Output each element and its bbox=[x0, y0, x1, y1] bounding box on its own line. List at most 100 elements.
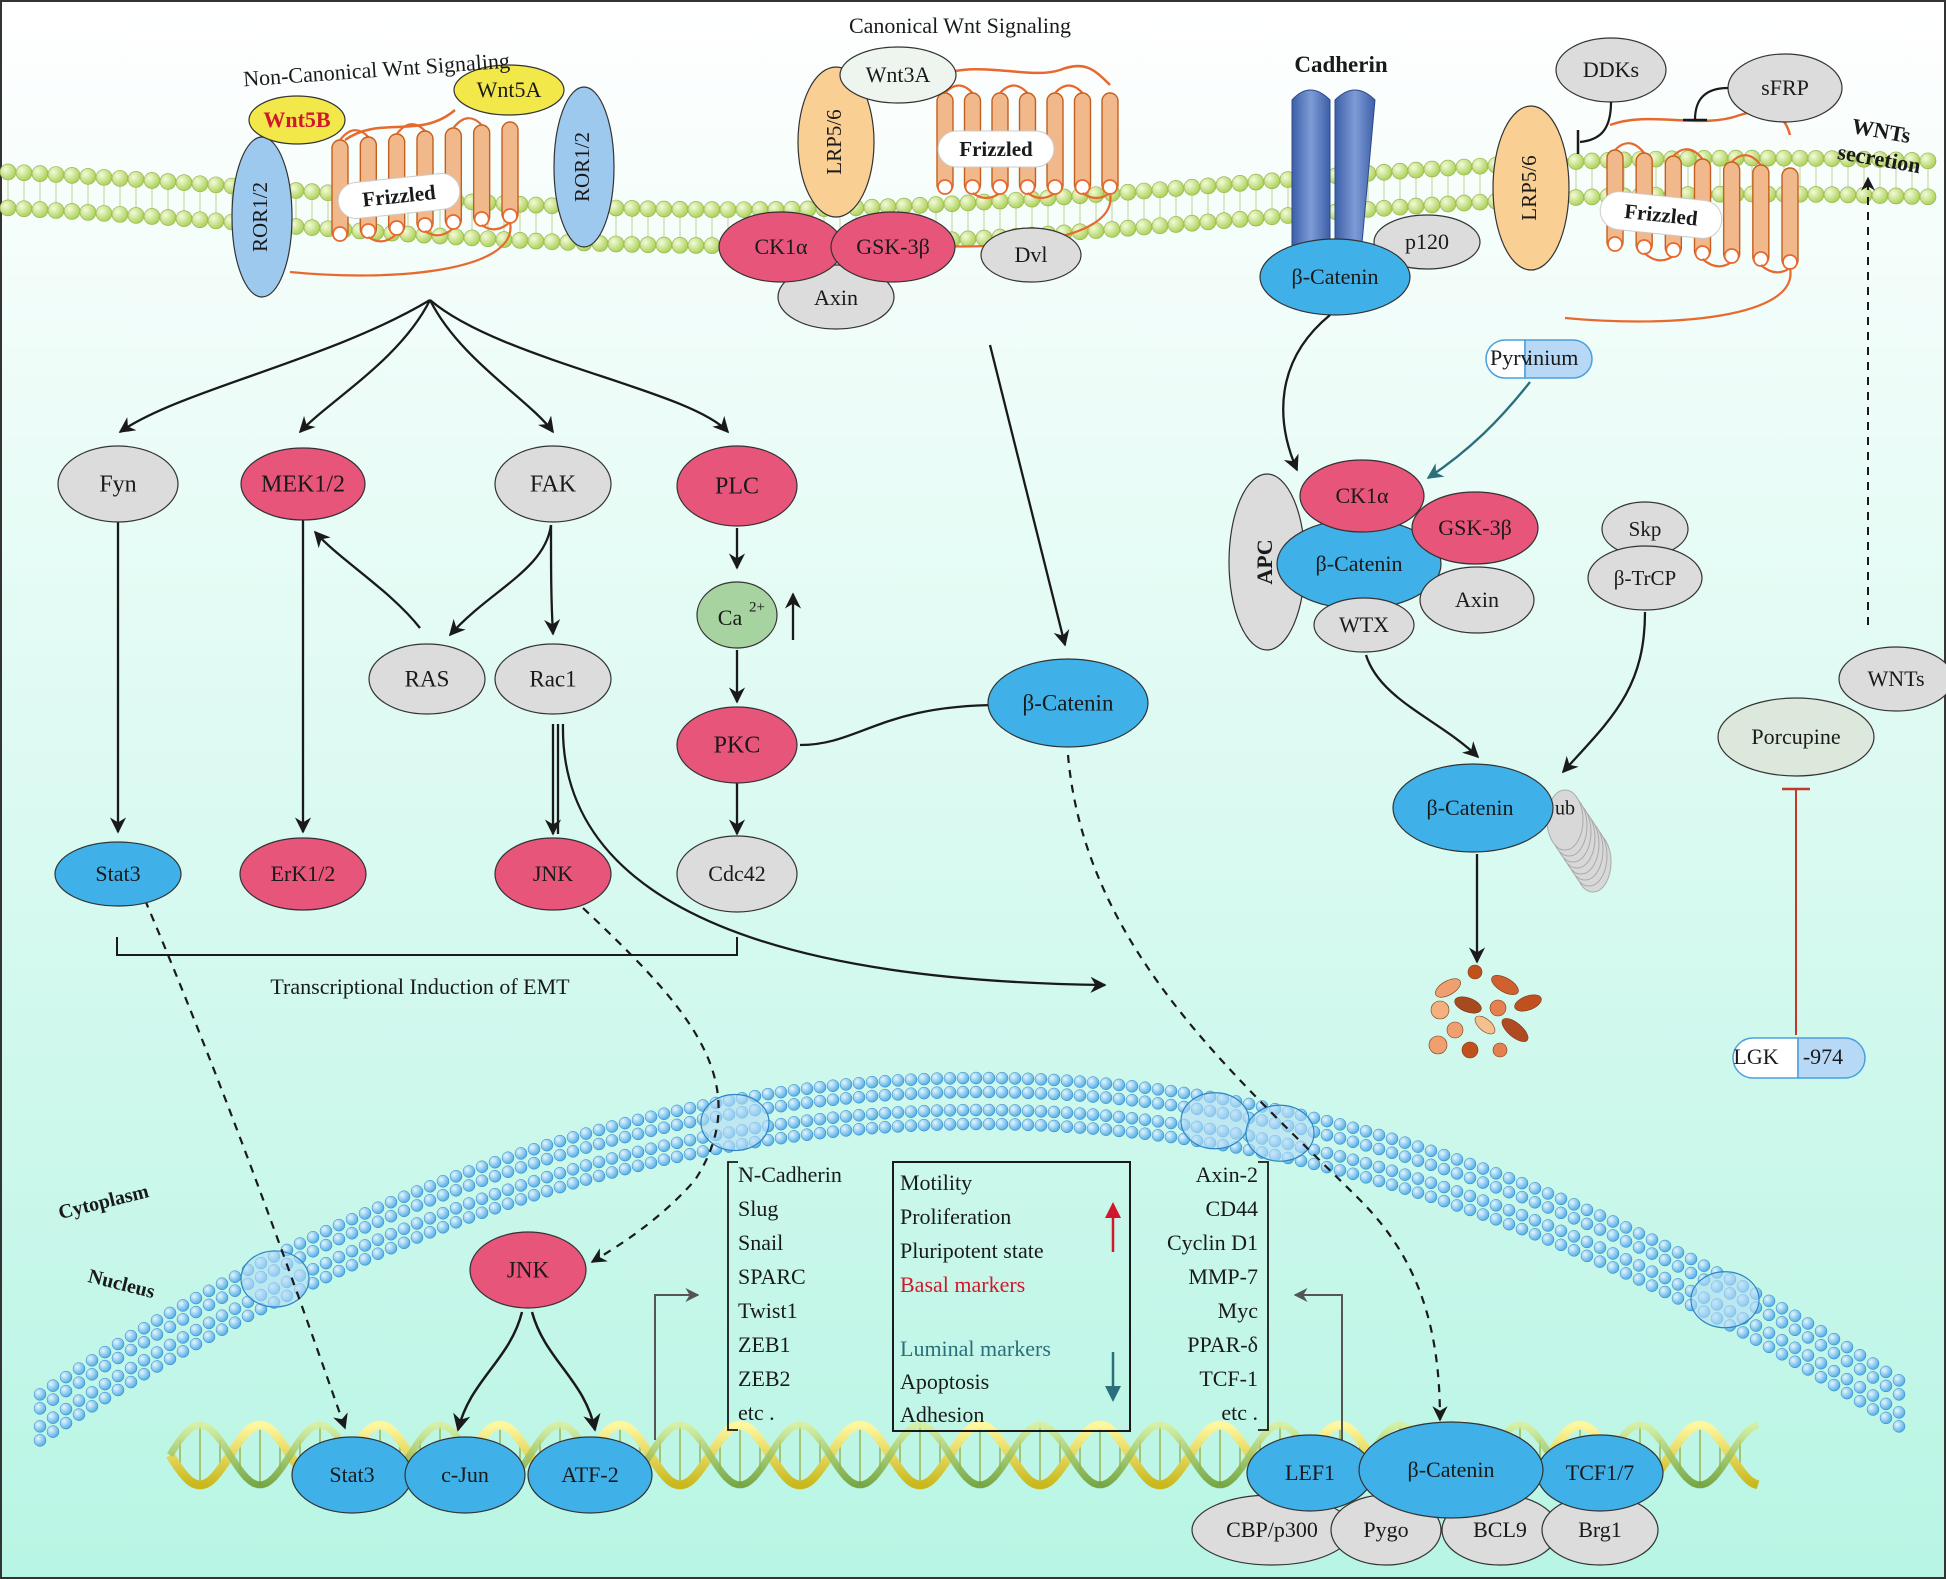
tm-connector bbox=[1614, 142, 1646, 154]
envelope-bead-inner-2 bbox=[904, 1119, 918, 1132]
c-terminal-tail bbox=[1564, 267, 1792, 323]
envelope-bead-inner-2 bbox=[1099, 1123, 1113, 1136]
envelope-bead-inner bbox=[995, 1103, 1009, 1117]
protein-fragment bbox=[1492, 1042, 1508, 1058]
envelope-bead-outer-2 bbox=[150, 1328, 164, 1341]
envelope-bead-outer bbox=[644, 1110, 658, 1124]
envelope-bead-inner-2 bbox=[774, 1131, 788, 1145]
envelope-bead-outer bbox=[1398, 1136, 1412, 1149]
envelope-bead-outer bbox=[137, 1321, 151, 1335]
tm-connector bbox=[944, 84, 974, 94]
arrow-to-fyn bbox=[118, 299, 431, 433]
degradation-fragments bbox=[1428, 964, 1542, 1059]
envelope-bead-outer-2 bbox=[1788, 1323, 1802, 1337]
envelope-bead-outer bbox=[1645, 1233, 1659, 1246]
arrow-jnk-cjun bbox=[453, 1311, 524, 1432]
lipid-head-inner bbox=[1231, 211, 1249, 228]
envelope-bead-inner-2 bbox=[839, 1124, 853, 1137]
envelope-bead-inner-2 bbox=[1151, 1129, 1165, 1142]
lipid-head-inner bbox=[1135, 218, 1153, 236]
envelope-bead-outer bbox=[566, 1131, 580, 1144]
lipid-head-outer bbox=[1375, 163, 1393, 181]
lipid-head-inner bbox=[639, 236, 657, 254]
tm-connector bbox=[1730, 154, 1762, 166]
envelope-bead-inner bbox=[1879, 1397, 1893, 1411]
envelope-bead-outer bbox=[956, 1071, 970, 1085]
envelope-bead-inner bbox=[1398, 1168, 1412, 1181]
atf2-target-arrow bbox=[654, 1288, 700, 1440]
lrp-1-node bbox=[797, 66, 875, 218]
lipid-head-inner bbox=[1439, 195, 1457, 213]
nuclear-translocation-arrows bbox=[143, 754, 1448, 1430]
envelope-bead-inner-2 bbox=[215, 1323, 229, 1336]
ror-left-label: ROR1/2 bbox=[248, 182, 272, 252]
nuclear-jnk-label: JNK bbox=[507, 1257, 550, 1282]
nuclear-bcat-complex: CBP/p300 Pygo BCL9 Brg1 LEF1 TCF1/7 β-Ca… bbox=[1191, 1421, 1664, 1566]
envelope-bead-outer bbox=[1788, 1309, 1802, 1323]
envelope-bead-inner-2 bbox=[1502, 1217, 1516, 1231]
mek-node bbox=[240, 447, 366, 521]
tm-loop bbox=[388, 220, 405, 236]
tm-connector bbox=[395, 123, 426, 135]
protein-fragment bbox=[1461, 1041, 1479, 1059]
envelope-bead-inner-2 bbox=[397, 1236, 411, 1250]
envelope-bead-outer bbox=[1463, 1157, 1477, 1171]
envelope-bead-outer bbox=[1528, 1182, 1542, 1195]
axin-label: Axin bbox=[1455, 587, 1499, 612]
ck1a-label: CK1α bbox=[1335, 483, 1389, 508]
envelope-bead-inner bbox=[592, 1155, 606, 1169]
axin-top-label: Axin bbox=[814, 285, 858, 310]
envelope-bead-inner bbox=[1671, 1278, 1685, 1291]
envelope-bead-inner bbox=[1125, 1112, 1139, 1125]
envelope-bead-outer-2 bbox=[1684, 1266, 1698, 1280]
emt-label: Transcriptional Induction of EMT bbox=[270, 974, 570, 999]
envelope-bead-outer-2 bbox=[85, 1368, 99, 1381]
protein-fragment bbox=[1467, 964, 1483, 980]
cdc42-node bbox=[676, 835, 798, 913]
envelope-bead-outer-2 bbox=[1138, 1095, 1152, 1108]
envelope-bead-outer-2 bbox=[1801, 1331, 1815, 1344]
lipid-head-outer bbox=[1791, 149, 1809, 167]
envelope-bead-inner bbox=[150, 1346, 164, 1359]
envelope-bead-inner bbox=[46, 1411, 60, 1424]
envelope-bead-inner bbox=[358, 1239, 372, 1252]
envelope-bead-inner-2 bbox=[1762, 1340, 1776, 1354]
tm-loop bbox=[1636, 239, 1653, 255]
tm-helix bbox=[1722, 161, 1741, 263]
envelope-bead-inner-2 bbox=[33, 1434, 47, 1447]
pyrvinium-left-half bbox=[1485, 339, 1526, 379]
lgk-right-half bbox=[1797, 1037, 1866, 1079]
wnt-target-bracket bbox=[1258, 1161, 1269, 1431]
wntTargets-item: Myc bbox=[1218, 1298, 1259, 1323]
envelope-bead-outer-2 bbox=[683, 1115, 697, 1129]
envelope-bead-outer-2 bbox=[33, 1402, 47, 1415]
envelope-bead-inner-2 bbox=[995, 1117, 1009, 1131]
envelope-bead-outer-2 bbox=[657, 1121, 671, 1135]
lipid-head-inner bbox=[1807, 186, 1825, 203]
envelope-bead-outer bbox=[904, 1073, 918, 1086]
envelope-bead-outer bbox=[1658, 1239, 1672, 1253]
wnt5b-node bbox=[248, 95, 346, 145]
protein-fragment bbox=[1428, 1035, 1448, 1055]
tm-connector bbox=[452, 117, 483, 129]
envelope-bead-inner-2 bbox=[436, 1220, 450, 1234]
envelope-bead-inner bbox=[1801, 1349, 1815, 1362]
porcupine-node bbox=[1717, 697, 1875, 777]
lipid-head-inner bbox=[543, 233, 561, 251]
envelope-bead-outer bbox=[1411, 1140, 1425, 1153]
erk-label: ErK1/2 bbox=[271, 861, 336, 886]
envelope-bead-inner-2 bbox=[1736, 1326, 1750, 1339]
envelope-bead-outer bbox=[1671, 1246, 1685, 1259]
envelope-bead-inner bbox=[839, 1110, 853, 1123]
envelope-bead-outer bbox=[1840, 1340, 1854, 1354]
envelope-bead-outer-2 bbox=[1853, 1363, 1867, 1376]
bcat-cadherin-node bbox=[1259, 238, 1411, 316]
lipid-head-inner bbox=[623, 236, 641, 253]
envelope-bead-inner-2 bbox=[150, 1360, 164, 1373]
bcat-complex-label: β-Catenin bbox=[1316, 551, 1403, 576]
envelope-bead-inner bbox=[1359, 1157, 1373, 1170]
lrp-2-node bbox=[1492, 105, 1570, 271]
envelope-bead-outer-2 bbox=[137, 1335, 151, 1349]
ck1a-top-label: CK1α bbox=[754, 234, 808, 259]
